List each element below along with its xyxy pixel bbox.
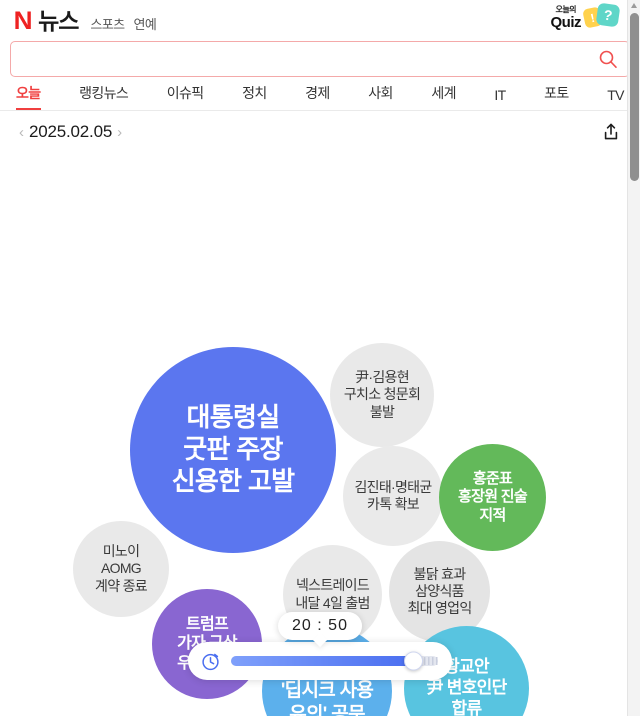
timeline-slider-bar [188, 642, 452, 680]
app-title[interactable]: 뉴스 [38, 7, 79, 34]
tab-it[interactable]: IT [494, 87, 506, 103]
quiz-icons-group: ! ? [582, 2, 622, 29]
news-bubble-buldak-samyang[interactable]: 불닭 효과 삼양식품 최대 영업익 [389, 541, 490, 642]
naver-logo-icon[interactable]: N [13, 6, 33, 35]
search-icon[interactable] [598, 49, 618, 69]
timeline-player: 20 : 50 [0, 608, 640, 692]
timeline-progress-fill [231, 656, 414, 666]
quiz-label-group: 오늘의 Quiz [550, 5, 582, 31]
tab-tv[interactable]: TV [607, 87, 624, 103]
timeline-thumb[interactable] [404, 651, 424, 671]
app-header: N 뉴스 스포츠 연예 오늘의 Quiz ! ? [0, 0, 640, 38]
news-bubble-hong-junpyo[interactable]: 홍준표 홍장원 진술 지적 [439, 444, 546, 551]
date-navigation-bar: ‹ 2025.02.05 › [0, 111, 640, 153]
timeline-track[interactable] [231, 651, 438, 671]
tab-ranking-news[interactable]: 랭킹뉴스 [79, 85, 129, 101]
news-bubble-kim-jintae-myungtaegyun[interactable]: 김진태·명태균 카톡 확보 [343, 446, 443, 546]
tab-politics[interactable]: 정치 [242, 85, 267, 101]
search-box[interactable] [10, 41, 630, 77]
search-section [0, 38, 640, 77]
scrollbar-thumb[interactable] [630, 13, 639, 181]
current-date-label: 2025.02.05 [29, 122, 113, 141]
page-scrollbar[interactable] [627, 0, 640, 716]
sub-link-entertainment[interactable]: 연예 [133, 16, 157, 32]
category-tabs: 오늘 랭킹뉴스 이슈픽 정치 경제 사회 세계 IT 포토 TV [0, 77, 640, 111]
tab-today[interactable]: 오늘 [16, 83, 41, 110]
news-bubble-yoon-kim-yonghyun[interactable]: 尹·김용현 구치소 청문회 불발 [330, 343, 434, 447]
share-icon[interactable] [600, 121, 622, 143]
tab-photo[interactable]: 포토 [544, 85, 569, 101]
news-bubble-minoi-aomg[interactable]: 미노이 AOMG 계약 종료 [73, 521, 169, 617]
header-sub-links: 스포츠 연예 [90, 14, 156, 33]
scroll-up-arrow-icon[interactable] [631, 3, 637, 8]
quiz-today-label: 오늘의 [555, 5, 577, 14]
prev-date-button[interactable]: ‹ [19, 123, 24, 141]
news-bubble-presidential-office[interactable]: 대통령실 굿판 주장 신용한 고발 [130, 347, 336, 553]
today-quiz-button[interactable]: 오늘의 Quiz ! ? [550, 2, 623, 31]
question-mark-icon: ? [595, 2, 621, 28]
search-input[interactable] [11, 42, 629, 76]
tab-society[interactable]: 사회 [368, 85, 393, 101]
next-date-button[interactable]: › [117, 123, 123, 141]
quiz-main-label: Quiz [550, 14, 582, 31]
time-tooltip: 20 : 50 [278, 612, 362, 640]
clock-icon[interactable] [200, 651, 221, 672]
tab-economy[interactable]: 경제 [305, 85, 330, 101]
sub-link-sports[interactable]: 스포츠 [90, 16, 125, 32]
tab-issue-pick[interactable]: 이슈픽 [166, 85, 204, 101]
tab-world[interactable]: 세계 [431, 85, 456, 101]
track-ticks [416, 657, 438, 665]
